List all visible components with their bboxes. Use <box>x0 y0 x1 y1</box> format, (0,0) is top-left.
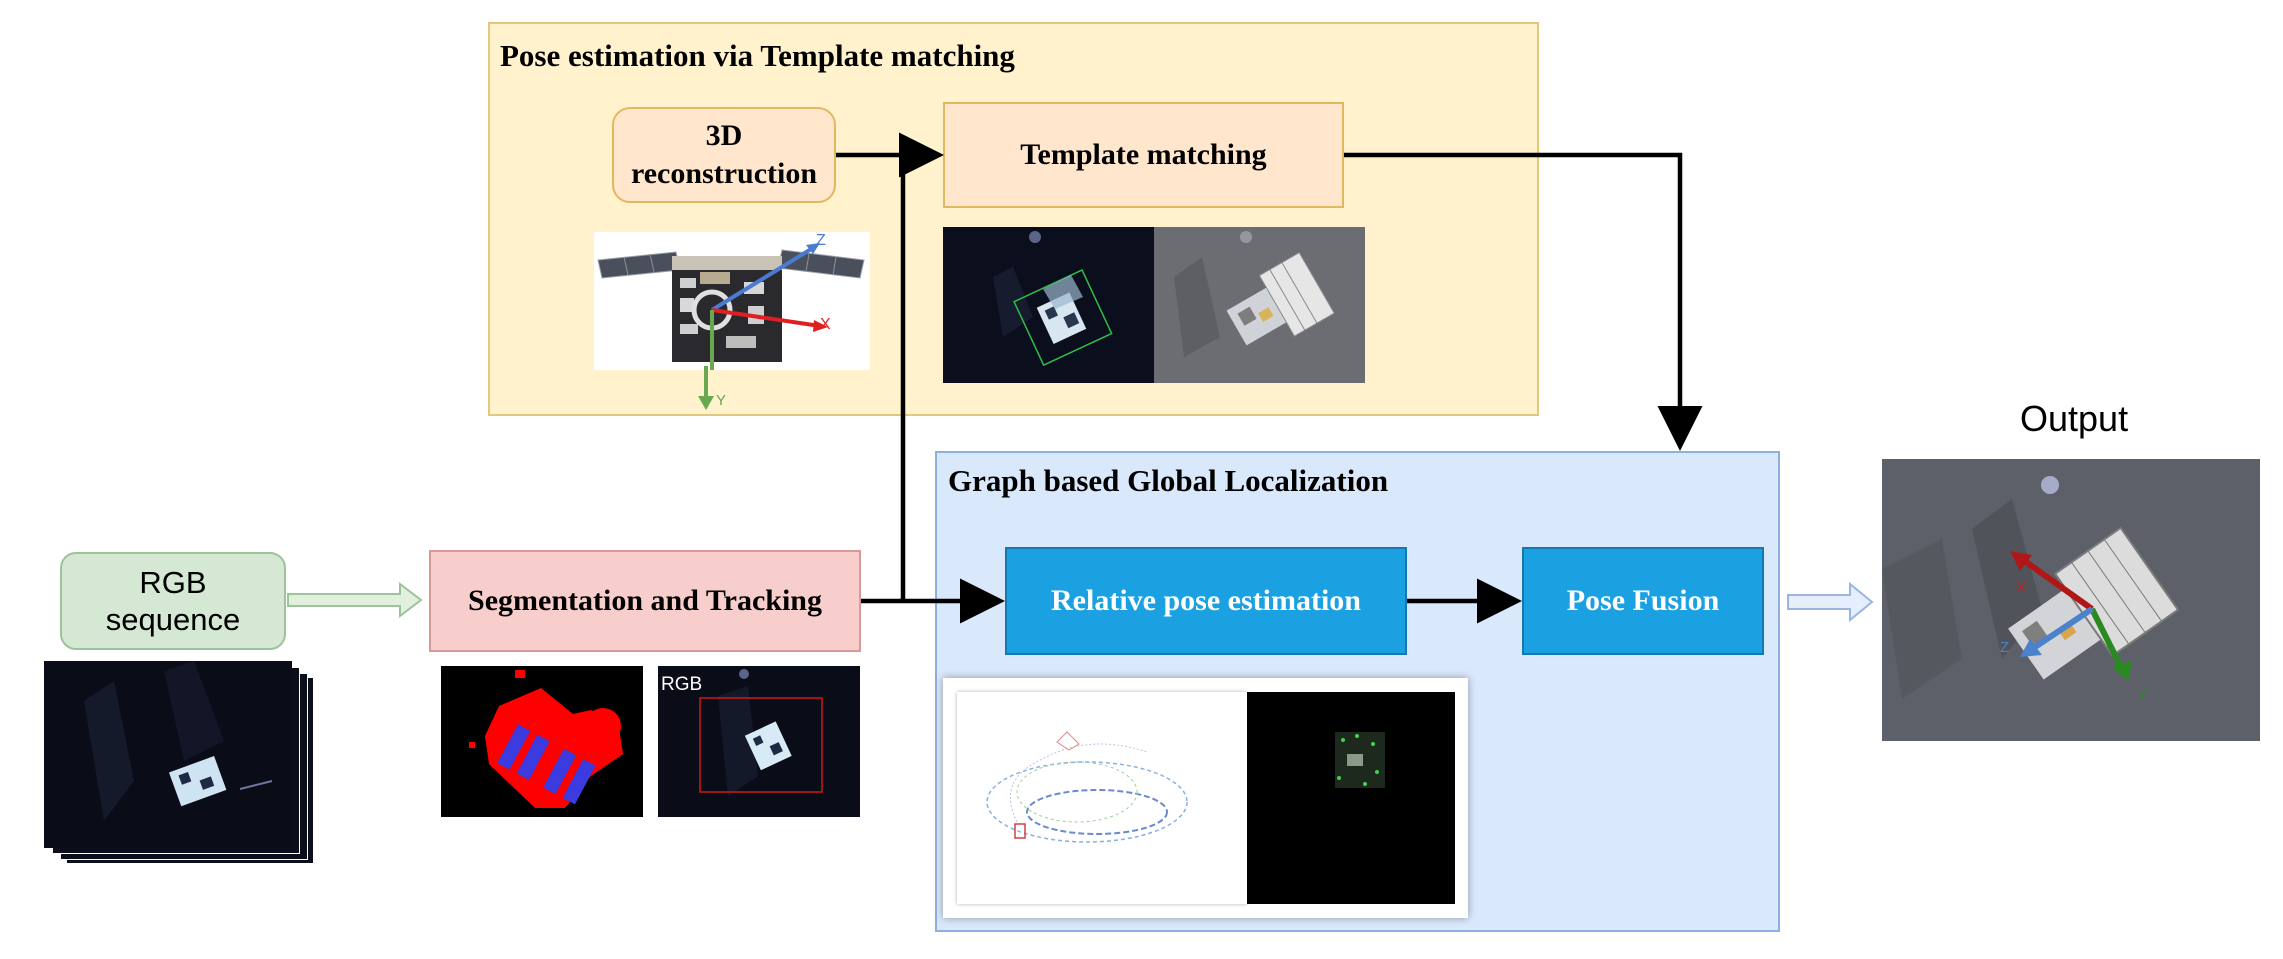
output-axis-y <box>2089 607 2125 671</box>
axis-y-label: Y <box>716 392 727 409</box>
rgb-sequence-node[interactable]: RGB sequence <box>60 552 286 650</box>
template-matching-label: Template matching <box>1020 138 1267 171</box>
output-axis-z <box>2030 606 2094 652</box>
relative-pose-node[interactable]: Relative pose estimation <box>1005 547 1407 655</box>
axis-z-label: Z <box>816 232 826 249</box>
pose-fusion-label: Pose Fusion <box>1566 584 1720 617</box>
output-axis-y-label: Y <box>2138 687 2149 704</box>
output-axis-z-label: Z <box>2000 639 2010 656</box>
template-match-image-render <box>1154 227 1365 383</box>
pose-fusion-node[interactable]: Pose Fusion <box>1522 547 1764 655</box>
rgb-frame-front <box>44 661 292 848</box>
template-group-title: Pose estimation via Template matching <box>500 38 1015 73</box>
reconstruction-line2: reconstruction <box>630 157 818 190</box>
rgb-sequence-stack <box>44 661 314 864</box>
template-match-image-detection <box>943 227 1154 383</box>
reconstruction-line1: 3D <box>705 119 743 152</box>
segmentation-label: Segmentation and Tracking <box>468 584 822 617</box>
output-axis-x-label: X <box>2016 579 2027 596</box>
satellite-model-image: Z X <box>594 232 870 370</box>
axis-x-label: X <box>820 316 831 333</box>
relative-pose-label: Relative pose estimation <box>1051 584 1361 617</box>
feature-tracking-view <box>1247 692 1455 904</box>
graph-group-title: Graph based Global Localization <box>948 463 1389 498</box>
rgb-sequence-line1: RGB <box>139 565 207 600</box>
solar-panel-right <box>777 249 865 279</box>
tracking-rgb-image: RGB <box>658 666 860 817</box>
output-pose-image: X Z Y <box>1882 459 2260 741</box>
segmentation-tracking-node[interactable]: Segmentation and Tracking <box>429 550 861 652</box>
reconstruction-node[interactable]: 3D reconstruction <box>612 107 836 203</box>
solar-panel-left <box>597 251 681 279</box>
output-axis-x <box>2020 556 2094 612</box>
edge-rgb-to-segmentation <box>287 581 423 619</box>
slam-visualization-image <box>943 678 1468 918</box>
segmentation-mask-image <box>441 666 643 817</box>
rgb-frame-tag: RGB <box>661 674 703 695</box>
template-matching-node[interactable]: Template matching <box>943 102 1344 208</box>
output-label: Output <box>2020 398 2129 439</box>
edge-fusion-to-output <box>1787 581 1874 623</box>
axis-y-arrow <box>698 366 714 410</box>
pose-graph-trajectory <box>957 692 1247 904</box>
rgb-sequence-line2: sequence <box>105 602 241 637</box>
